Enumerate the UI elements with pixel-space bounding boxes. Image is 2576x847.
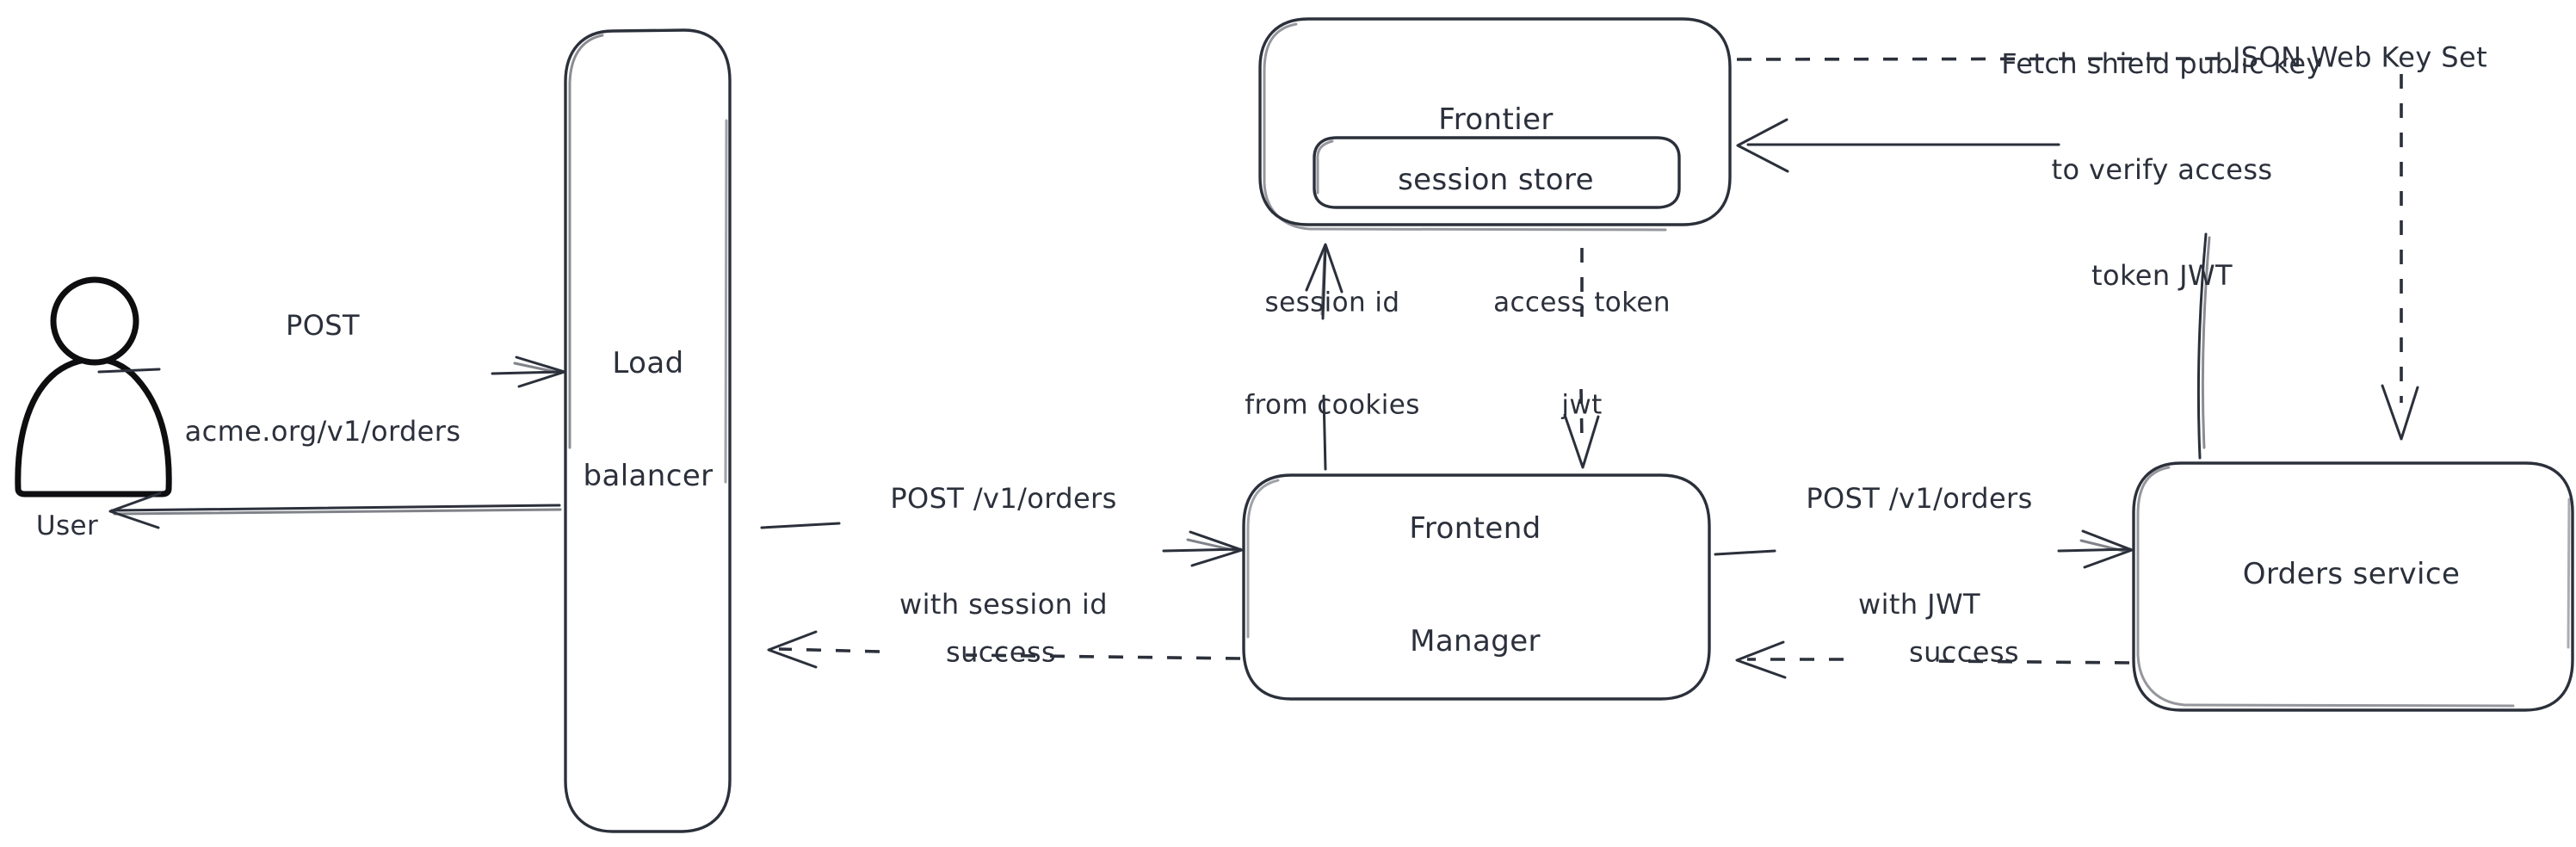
edge-user-to-load-balancer	[97, 355, 566, 388]
edge-frontier-to-orders-service	[1736, 57, 2419, 441]
orders-service-shape[interactable]	[2132, 461, 2574, 712]
edge-load-balancer-to-frontend-manager	[760, 522, 1244, 567]
frontier-shape[interactable]	[1258, 17, 1732, 232]
load-balancer-shape[interactable]	[564, 28, 732, 833]
edge-frontend-manager-to-load-balancer	[767, 630, 1241, 669]
edge-load-balancer-to-user	[108, 492, 562, 529]
edge-orders-service-to-frontier	[1736, 118, 2211, 460]
user-actor-icon	[15, 276, 172, 498]
edge-frontier-to-frontend-manager	[1563, 248, 1600, 469]
edge-orders-service-to-frontend-manager	[1735, 640, 2130, 679]
edge-frontend-manager-to-orders-service	[1714, 529, 2134, 569]
frontend-manager-shape[interactable]	[1242, 473, 1711, 701]
session-store-shape[interactable]	[1313, 136, 1681, 209]
edge-frontend-manager-to-frontier	[1305, 243, 1344, 471]
